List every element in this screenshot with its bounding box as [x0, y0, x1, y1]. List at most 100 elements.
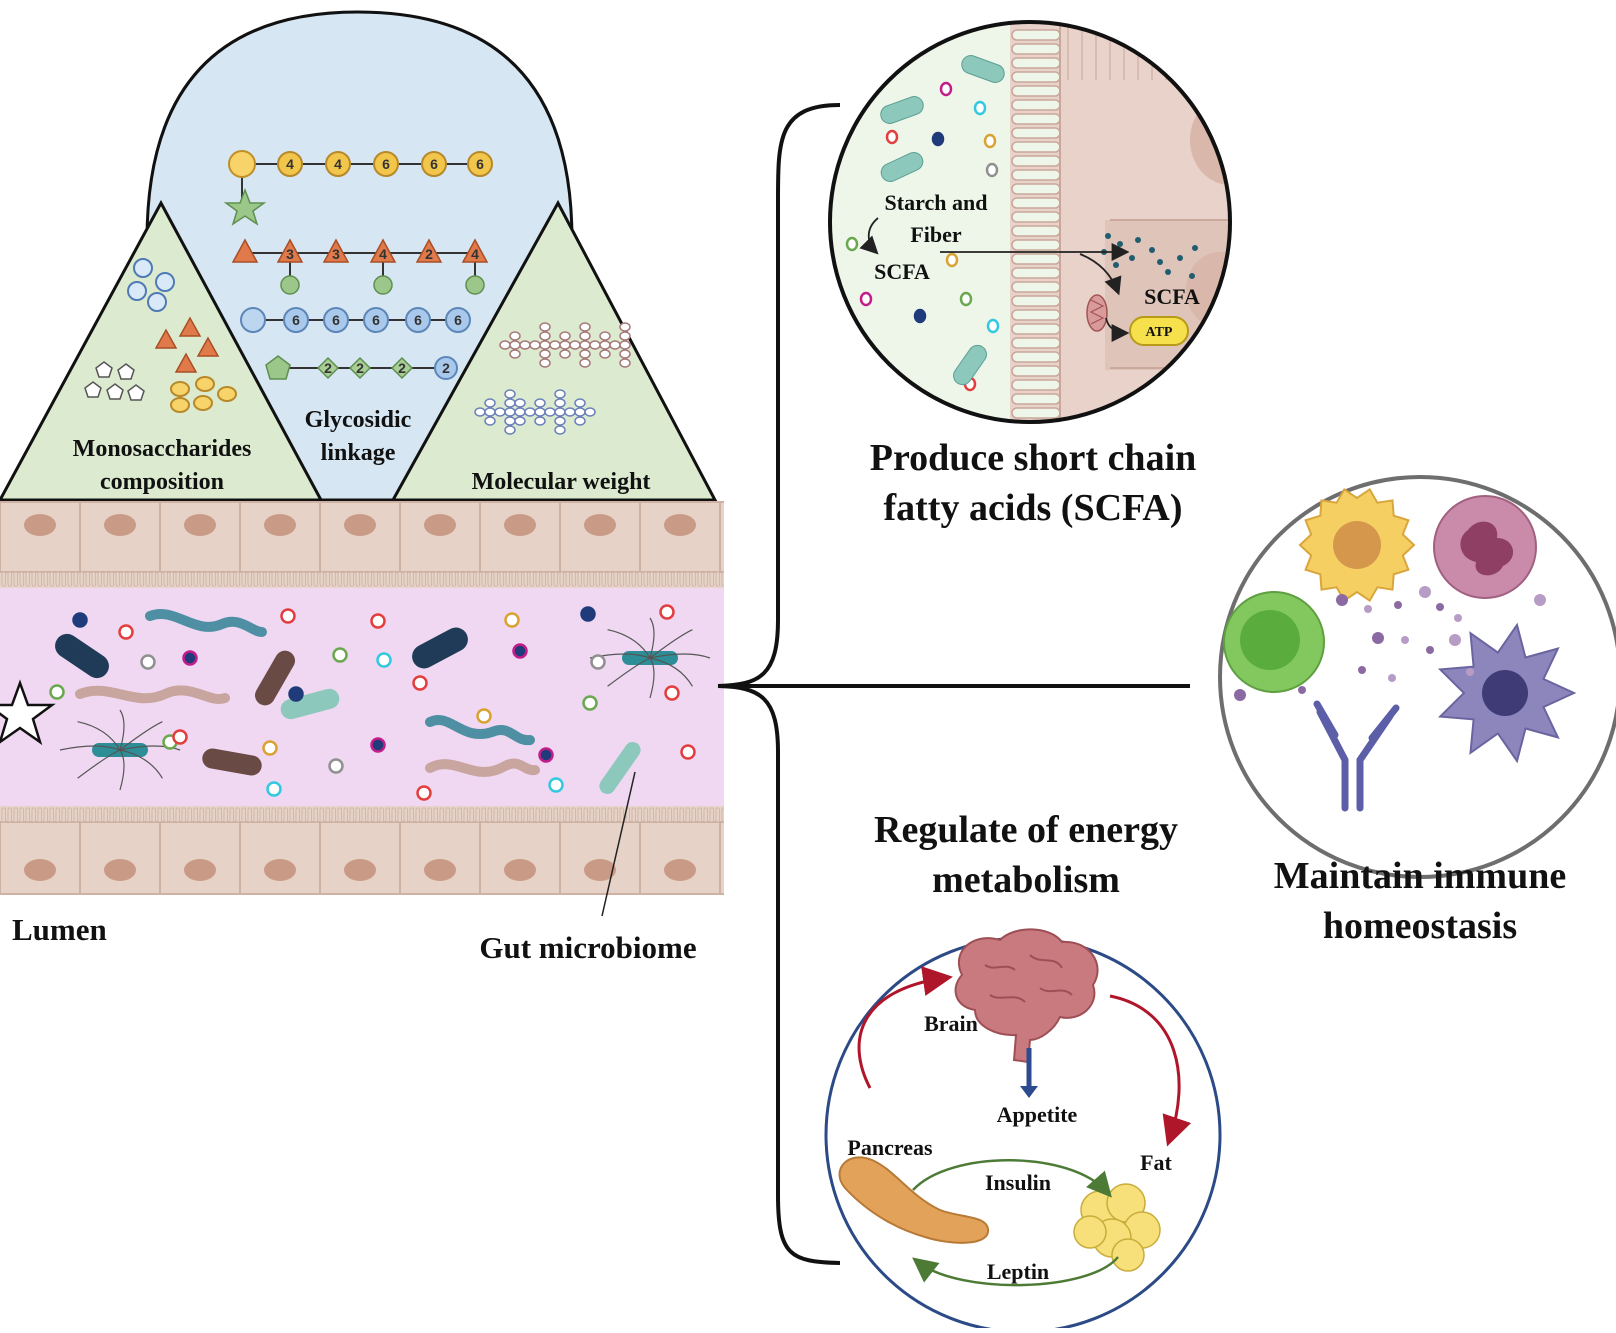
chain1-num-4: 6	[430, 156, 438, 172]
microvillus	[601, 571, 606, 587]
scfa-particle	[1157, 259, 1163, 265]
microvillus	[565, 807, 570, 823]
glycan-chain-3: 6 6 6 6 6	[240, 307, 471, 333]
microvillus	[595, 571, 600, 587]
microvillus	[271, 571, 276, 587]
chain1-num-1: 4	[286, 156, 294, 172]
epithelial-cell	[0, 501, 81, 573]
microvillus	[235, 807, 240, 823]
blue-circles-icon	[127, 258, 175, 312]
microvillus	[73, 571, 78, 587]
microvillus	[625, 571, 630, 587]
metabolite-dot	[280, 608, 296, 624]
molecular-weight-triangle	[390, 199, 718, 502]
bacterium-rod	[880, 96, 924, 124]
microvillus	[151, 807, 156, 823]
microvillus	[187, 571, 192, 587]
starch-label-line1: Starch and	[885, 190, 988, 215]
microvillus	[1011, 211, 1061, 223]
chain2-num-4: 2	[425, 246, 433, 262]
microvillus	[109, 807, 114, 823]
energy-title-line1: Regulate of energy	[874, 809, 1178, 851]
gut-microbiome-label: Gut microbiome	[479, 930, 696, 965]
metabolite-dot	[548, 777, 564, 793]
microvillus	[469, 807, 474, 823]
microvillus	[379, 807, 384, 823]
microvillus	[181, 571, 186, 587]
microvillus	[421, 571, 426, 587]
microvillus	[283, 807, 288, 823]
microvillus	[613, 571, 618, 587]
microvillus	[265, 571, 270, 587]
bacterium-spiral	[425, 715, 535, 746]
metabolite-dot	[72, 612, 88, 628]
microvillus	[85, 807, 90, 823]
metabolite-dot	[376, 652, 392, 668]
cell-nucleus	[24, 859, 56, 881]
microvillus	[121, 807, 126, 823]
microvillus	[283, 571, 288, 587]
microvillus	[79, 571, 84, 587]
microvillus	[1011, 253, 1061, 265]
microvillus	[97, 571, 102, 587]
neutrophil-icon	[1433, 495, 1537, 599]
microvillus	[25, 571, 30, 587]
metabolite-dot	[939, 81, 953, 97]
monomer-unit	[569, 340, 581, 350]
microvillus	[1011, 323, 1061, 335]
microvillus	[721, 807, 724, 823]
bacterium-rod	[202, 748, 262, 776]
microvillus	[475, 807, 480, 823]
microvillus	[163, 807, 168, 823]
microvillus	[211, 571, 216, 587]
microvillus	[43, 807, 48, 823]
microvillus	[127, 807, 132, 823]
microvillus	[619, 807, 624, 823]
monomer-unit	[584, 407, 596, 417]
microvillus	[337, 571, 342, 587]
microvillus	[1011, 379, 1061, 391]
monomer-unit	[554, 416, 566, 426]
monosaccharides-triangle	[0, 199, 324, 502]
microvillus	[493, 807, 498, 823]
microvillus	[163, 571, 168, 587]
metabolite-dot	[945, 252, 959, 268]
monomer-unit	[514, 398, 526, 408]
bacterium-spiral	[145, 609, 267, 637]
microvillus	[277, 571, 282, 587]
microvillus	[31, 807, 36, 823]
metabolite-dot	[659, 604, 675, 620]
microvillus	[13, 571, 18, 587]
microvillus	[205, 571, 210, 587]
microvillus	[325, 571, 330, 587]
scfa-particle	[1149, 247, 1155, 253]
bacterium-rod	[953, 344, 987, 386]
monomer-unit	[559, 340, 571, 350]
microvillus	[469, 571, 474, 587]
chain1-num-5: 6	[476, 156, 484, 172]
microvillus	[25, 807, 30, 823]
chain2-num-3: 4	[379, 246, 387, 262]
monomer-unit	[554, 389, 566, 399]
microvillus	[115, 571, 120, 587]
microvillus	[1011, 309, 1061, 321]
monomer-unit	[574, 416, 586, 426]
microvillus	[571, 571, 576, 587]
microvillus	[511, 571, 516, 587]
microvillus	[247, 571, 252, 587]
microvillus	[1011, 43, 1061, 55]
flagellum	[77, 721, 121, 751]
monomer-unit	[589, 340, 601, 350]
cell-nucleus	[184, 859, 216, 881]
microvillus	[1011, 183, 1061, 195]
microvillus	[421, 807, 426, 823]
microvillus	[559, 807, 564, 823]
monomer-unit	[554, 407, 566, 417]
microvillus	[637, 807, 642, 823]
monomer-unit	[509, 331, 521, 341]
microvillus	[673, 807, 678, 823]
microvillus	[349, 571, 354, 587]
monomer-unit	[524, 407, 536, 417]
microvillus	[1011, 281, 1061, 293]
epithelial-cell	[319, 821, 401, 895]
